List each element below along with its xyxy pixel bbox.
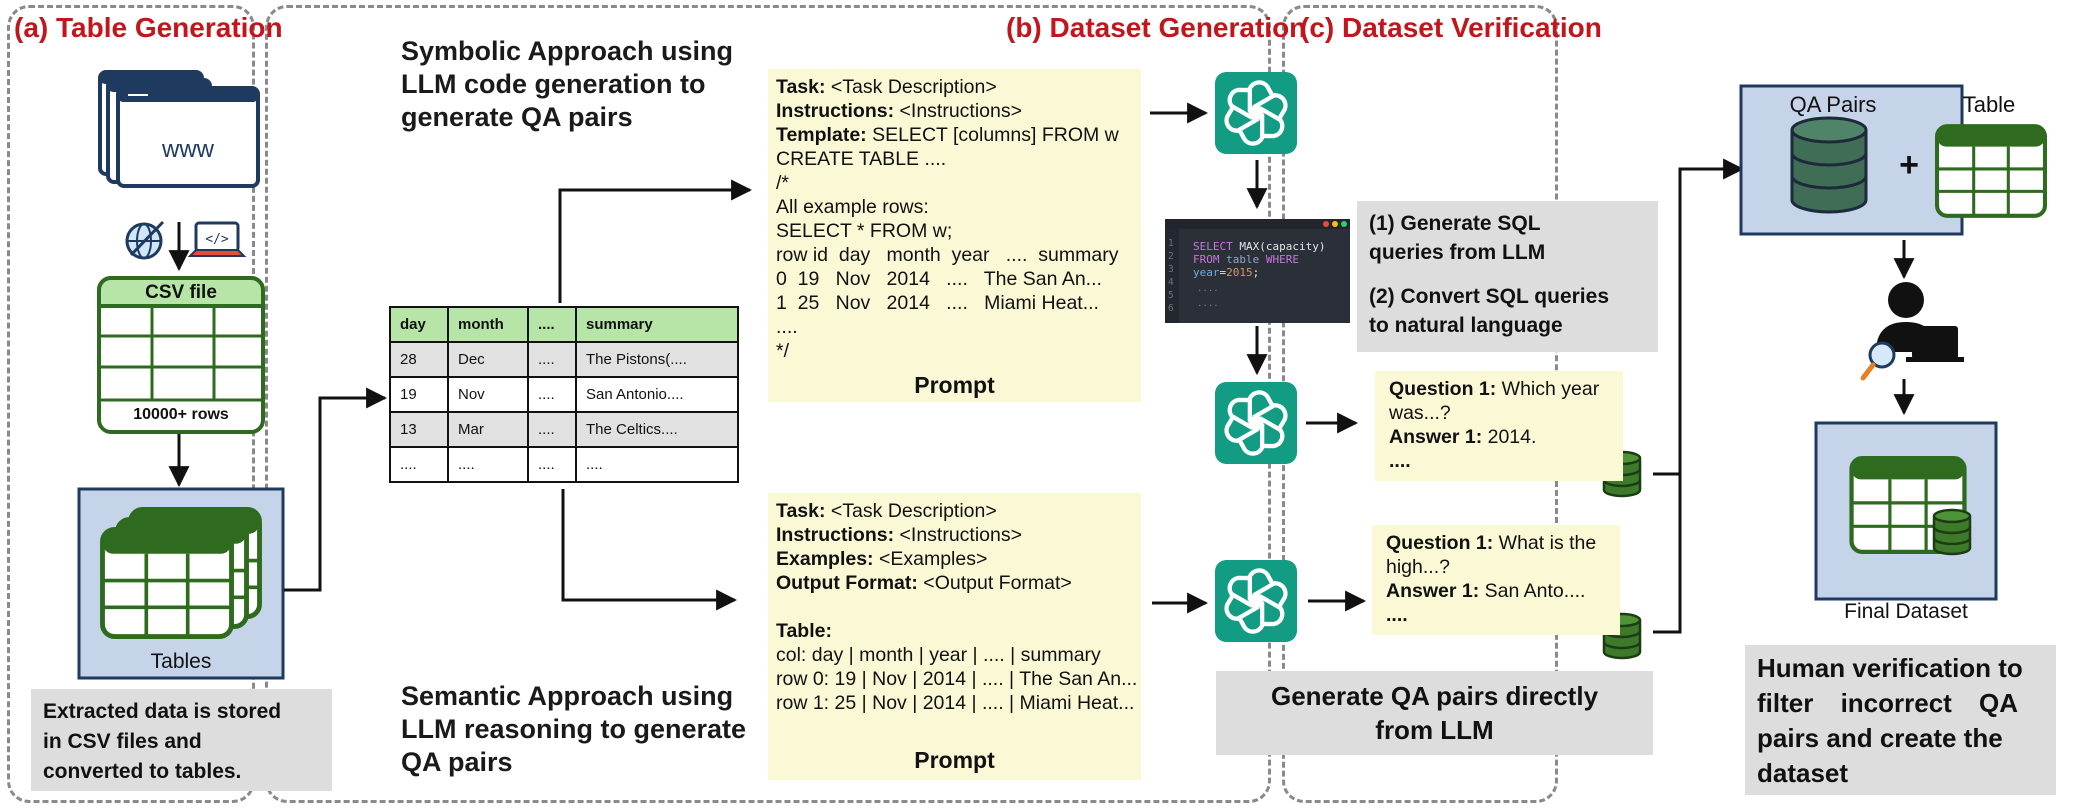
code-laptop-icon: </> [187, 221, 247, 257]
tables-label: Tables [150, 650, 212, 673]
llm-logo-icon [1215, 72, 1297, 154]
llm-logo-icon [1215, 382, 1297, 464]
svg-text:5: 5 [1168, 290, 1174, 301]
www-label: www [162, 136, 214, 163]
table-label: Table [1962, 92, 2016, 117]
table-row: ........ ........ [389, 446, 739, 483]
symbolic-qa-note: Question 1: Which year was...? Answer 1:… [1375, 371, 1623, 481]
svg-text:....: .... [1197, 284, 1219, 294]
table-generation-caption: Extracted data is stored in CSV files an… [31, 689, 332, 791]
direct-generation-caption: Generate QA pairs directly from LLM [1216, 671, 1653, 755]
database-icon [1932, 508, 1972, 556]
qa-pairs-label: QA Pairs [1789, 92, 1877, 117]
svg-text:6: 6 [1168, 303, 1174, 314]
svg-text:FROM table WHERE: FROM table WHERE [1193, 253, 1299, 266]
svg-text:....: .... [1197, 299, 1219, 309]
svg-text:2: 2 [1168, 251, 1174, 262]
final-dataset-label: Final Dataset [1844, 600, 1968, 623]
csv-rows-label: 10000+ rows [133, 406, 229, 423]
symbolic-prompt-note: Task: <Task Description> Instructions: <… [768, 69, 1141, 402]
semantic-prompt-note: Task: <Task Description> Instructions: <… [768, 493, 1141, 780]
symbolic-prompt-label: Prompt [914, 372, 995, 398]
semantic-prompt-label: Prompt [914, 747, 995, 773]
globe-icon [125, 220, 165, 260]
plus-sign: + [1899, 146, 1919, 184]
table-icon [1937, 126, 2045, 216]
symbolic-approach-heading: Symbolic Approach using LLM code generat… [401, 36, 734, 132]
svg-text:</>: </> [205, 232, 229, 247]
panel-a-title: (a) Table Generation [14, 12, 283, 43]
table-header: day [389, 306, 449, 343]
table-header: month [447, 306, 529, 343]
svg-text:SELECT MAX(capacity): SELECT MAX(capacity) [1193, 240, 1325, 253]
qa-pairs-database-icon [1790, 116, 1868, 214]
semantic-qa-note: Question 1: What is the high...? Answer … [1372, 525, 1620, 635]
sql-steps-box: (1) Generate SQL queries from LLM (2) Co… [1357, 201, 1658, 352]
svg-text:3: 3 [1168, 264, 1174, 275]
verification-caption: Human verification to filter incorrect Q… [1745, 645, 2056, 795]
sql-code-window: 1 2 3 4 5 6 SELECT MAX(capacity) FROM table … [1165, 219, 1350, 323]
web-pages-icon [98, 70, 260, 188]
human-verifier-icon [1860, 282, 1964, 381]
table-header: .... [527, 306, 577, 343]
csv-file-title: CSV file [145, 282, 217, 303]
panel-c-title: (c) Dataset Verification [1300, 12, 1602, 43]
semantic-approach-heading: Semantic Approach using LLM reasoning to… [401, 681, 747, 777]
svg-text:year=2015;: year=2015; [1193, 266, 1259, 279]
svg-text:1: 1 [1168, 238, 1174, 249]
svg-text:4: 4 [1168, 277, 1174, 288]
csv-file-card [97, 276, 265, 434]
llm-logo-icon [1215, 560, 1297, 642]
panel-b-title: (b) Dataset Generation [1006, 12, 1307, 43]
table-header: summary [575, 306, 739, 343]
